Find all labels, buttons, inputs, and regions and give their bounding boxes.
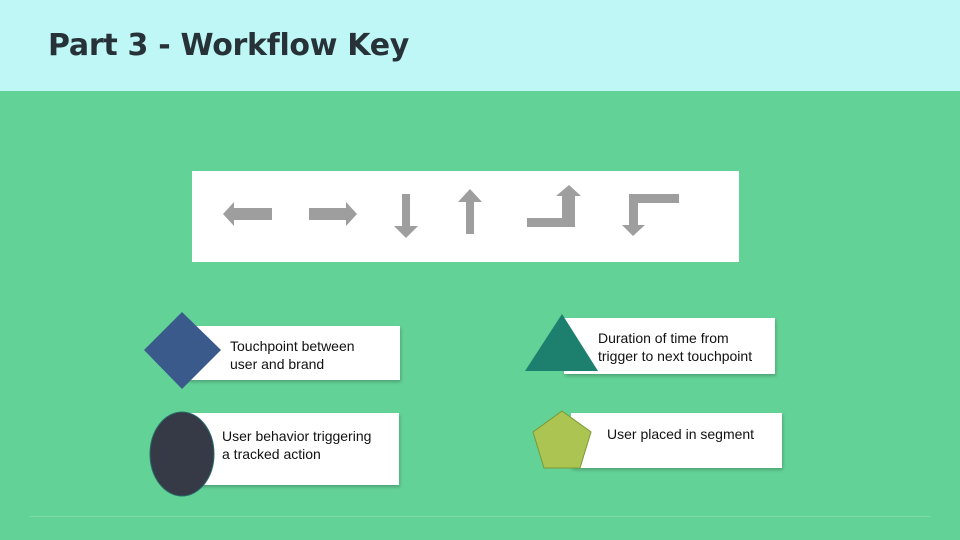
triangle-shape bbox=[525, 314, 598, 371]
arrow-left-icon bbox=[223, 202, 272, 226]
elbow-arrow-up-icon bbox=[527, 185, 581, 227]
arrow-up-icon bbox=[458, 189, 482, 234]
header-band: Part 3 - Workflow Key bbox=[0, 0, 960, 91]
legend-text-segment: User placed in segment bbox=[607, 426, 755, 442]
pentagon-shape bbox=[532, 410, 592, 469]
legend-card-touchpoint: Touchpoint between user and brand bbox=[188, 326, 400, 380]
legend-text-touchpoint: Touchpoint between user and brand bbox=[230, 338, 355, 372]
arrow-key-panel bbox=[192, 171, 739, 262]
footer-divider bbox=[30, 516, 930, 517]
arrow-down-icon bbox=[394, 194, 418, 238]
elbow-arrow-down-icon bbox=[622, 194, 679, 236]
ellipse-shape bbox=[149, 411, 215, 497]
legend-text-behavior: User behavior triggering a tracked actio… bbox=[222, 428, 372, 462]
legend-card-segment: User placed in segment bbox=[571, 413, 782, 468]
arrow-right-icon bbox=[309, 202, 357, 226]
legend-card-behavior: User behavior triggering a tracked actio… bbox=[190, 413, 399, 485]
legend-card-duration: Duration of time from trigger to next to… bbox=[564, 318, 775, 374]
diamond-shape bbox=[144, 312, 221, 389]
legend-text-duration: Duration of time from trigger to next to… bbox=[598, 330, 753, 364]
slide-title: Part 3 - Workflow Key bbox=[48, 28, 410, 63]
